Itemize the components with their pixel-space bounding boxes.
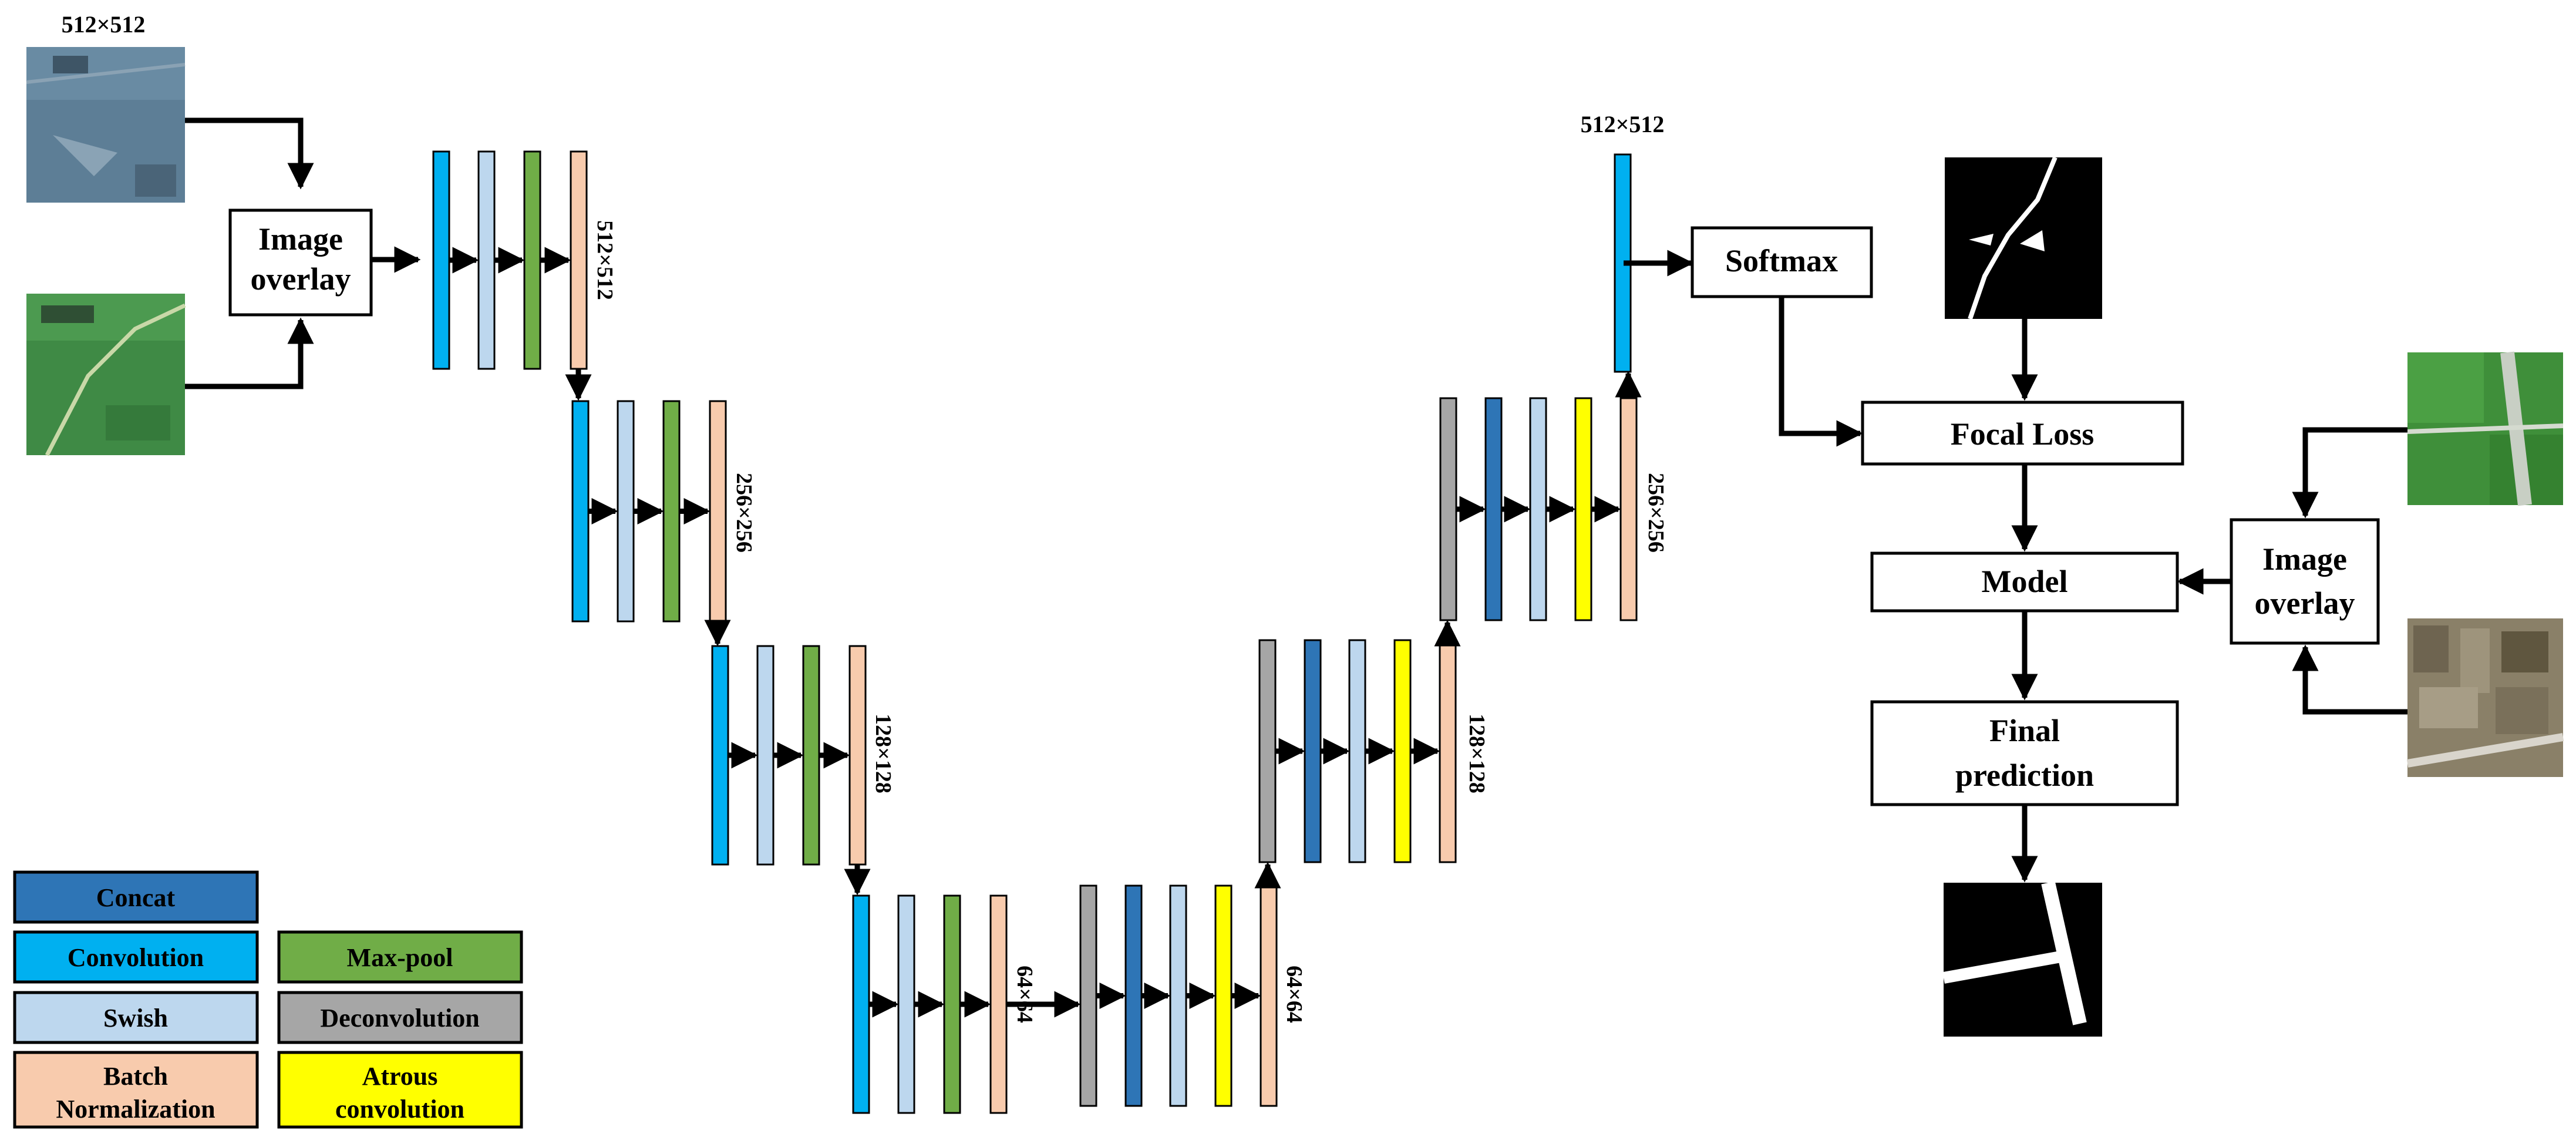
dec2-batchnorm-layer <box>1439 639 1457 863</box>
svg-text:prediction: prediction <box>1955 758 2094 793</box>
enc3-convolution-layer <box>711 645 729 866</box>
size-label-enc4: 64×64 <box>1012 966 1037 1023</box>
legend-swatch-convolution <box>13 930 259 984</box>
enc4-convolution-layer <box>852 894 870 1114</box>
svg-text:Image: Image <box>258 221 343 257</box>
size-label-enc1: 512×512 <box>592 220 617 300</box>
enc3-batchnorm-layer <box>848 645 867 866</box>
legend-atrous: Atrous convolution <box>277 1051 523 1129</box>
svg-text:Max-pool: Max-pool <box>347 943 453 972</box>
size-label-dec1: 64×64 <box>1282 966 1306 1023</box>
enc1-convolution-layer <box>432 150 450 370</box>
svg-text:Model: Model <box>1982 564 2068 599</box>
right-input-image-top <box>2407 351 2564 506</box>
image-overlay-right-box: Image overlay <box>2230 518 2380 645</box>
legend-batchnorm: Batch Normalization <box>13 1051 259 1129</box>
enc1-swish-layer <box>477 150 496 370</box>
dec2-concat-layer <box>1304 639 1322 863</box>
svg-text:Normalization: Normalization <box>56 1095 215 1124</box>
svg-text:Convolution: Convolution <box>68 943 204 972</box>
legend-swatch-batchnorm <box>13 1051 259 1129</box>
dec3-atrous-layer <box>1574 397 1592 621</box>
enc4-swish-layer <box>897 894 915 1114</box>
dec1-batchnorm-layer <box>1260 884 1278 1107</box>
enc2-swish-layer <box>617 400 635 623</box>
input-size-label: 512×512 <box>62 11 146 38</box>
svg-text:overlay: overlay <box>2255 586 2355 621</box>
arrow-input-bottom <box>185 317 314 389</box>
legend-deconvolution: Deconvolution <box>277 991 523 1044</box>
svg-text:Softmax: Softmax <box>1725 243 1838 278</box>
arrow-softmax-to-focal <box>1779 297 1863 447</box>
legend-swatch-concat <box>13 870 259 924</box>
svg-text:Swish: Swish <box>103 1004 168 1032</box>
input-image-top <box>26 47 186 203</box>
size-label-dec2: 128×128 <box>1464 714 1489 793</box>
size-label-dec3: 256×256 <box>1644 473 1668 553</box>
mask-image-bottom <box>1942 881 2102 1037</box>
focal-loss-box: Focal Loss <box>1861 401 2184 466</box>
enc2-maxpool-layer <box>662 400 681 623</box>
dec1-deconvolution-layer <box>1079 884 1097 1107</box>
svg-text:Atrous: Atrous <box>362 1062 438 1091</box>
input-image-bottom <box>26 294 186 456</box>
legend-swatch-swish <box>13 991 259 1044</box>
output-size-label: 512×512 <box>1581 111 1665 137</box>
svg-text:convolution: convolution <box>335 1095 464 1124</box>
enc3-swish-layer <box>756 645 775 866</box>
arrow-right-top-to-overlay <box>2292 427 2407 519</box>
legend-swatch-atrous <box>277 1051 523 1129</box>
right-input-image-bottom <box>2406 618 2564 777</box>
enc3-maxpool-layer <box>802 645 820 866</box>
dec3-deconvolution-layer <box>1439 397 1457 621</box>
legend-convolution: Convolution <box>13 930 259 984</box>
legend-swish: Swish <box>13 991 259 1044</box>
enc4-batchnorm-layer <box>989 894 1008 1114</box>
final-prediction-box: Final prediction <box>1870 700 2179 806</box>
enc2-convolution-layer <box>571 400 590 623</box>
softmax-box: Softmax <box>1691 226 1873 298</box>
arrow-input-top <box>185 117 314 190</box>
enc1-maxpool-layer <box>523 150 541 370</box>
svg-text:Concat: Concat <box>96 883 176 912</box>
legend-concat: Concat <box>13 870 259 924</box>
mask-image-top <box>1945 156 2102 320</box>
svg-text:Focal Loss: Focal Loss <box>1951 416 2095 452</box>
size-label-enc3: 128×128 <box>871 714 895 793</box>
dec2-atrous-layer <box>1393 639 1412 863</box>
dec3-batchnorm-layer <box>1619 397 1638 621</box>
legend: Concat Convolution Max-pool Swish Deconv… <box>13 870 523 1129</box>
dec2-swish-layer <box>1348 639 1366 863</box>
legend-maxpool: Max-pool <box>277 930 523 984</box>
svg-text:Final: Final <box>1989 713 2060 748</box>
svg-text:overlay: overlay <box>251 261 351 297</box>
image-overlay-box: Image overlay <box>228 208 373 317</box>
dec1-swish-layer <box>1169 884 1187 1107</box>
legend-swatch-deconvolution <box>277 991 523 1044</box>
dec2-deconvolution-layer <box>1258 639 1277 863</box>
enc1-batchnorm-layer <box>570 150 588 370</box>
network-stages <box>432 150 1642 1114</box>
size-label-enc2: 256×256 <box>732 473 756 553</box>
dec1-concat-layer <box>1124 884 1143 1107</box>
dec3-swish-layer <box>1529 397 1547 621</box>
legend-swatch-maxpool <box>277 930 523 984</box>
dec3-concat-layer <box>1484 397 1503 621</box>
enc2-batchnorm-layer <box>709 400 727 623</box>
svg-text:Deconvolution: Deconvolution <box>320 1004 479 1032</box>
dec1-atrous-layer <box>1214 884 1233 1107</box>
svg-text:Image: Image <box>2262 541 2347 577</box>
enc4-maxpool-layer <box>943 894 961 1114</box>
arrow-right-bottom-to-overlay <box>2292 644 2407 715</box>
svg-text:Batch: Batch <box>103 1062 168 1091</box>
model-box: Model <box>1870 551 2179 613</box>
